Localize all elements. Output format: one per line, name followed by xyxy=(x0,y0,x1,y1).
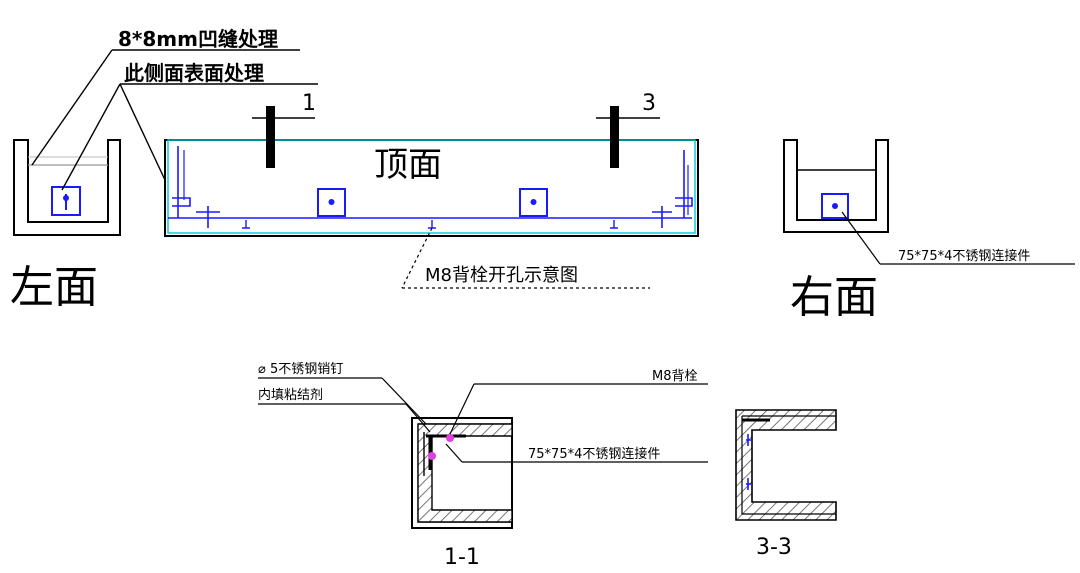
connector-label-right: 75*75*4不锈钢连接件 xyxy=(898,248,1030,264)
m8-leader xyxy=(401,227,650,289)
right-face-view xyxy=(783,139,1075,265)
right-face-title: 右面 xyxy=(790,272,878,323)
side-surface-label: 此侧面表面处理 xyxy=(124,61,264,85)
section-3-3-title: 3-3 xyxy=(756,535,792,560)
m8-anchor-label: M8背栓 xyxy=(652,369,698,384)
section-mark-3: 3 xyxy=(642,91,656,116)
groove-label: 8*8mm凹缝处理 xyxy=(118,27,278,51)
left-face-title: 左面 xyxy=(10,262,98,313)
left-face-view xyxy=(13,139,121,236)
top-face-title: 顶面 xyxy=(374,145,442,185)
section-1-1-title: 1-1 xyxy=(444,545,480,570)
section-1-1 xyxy=(411,417,513,529)
section-mark-1: 1 xyxy=(302,91,316,116)
section-3-3 xyxy=(735,409,837,521)
pin-label: ⌀ 5不锈钢销钉 xyxy=(258,362,343,377)
m8-holes-label: M8背栓开孔示意图 xyxy=(425,265,578,286)
connector-section-label: 75*75*4不锈钢连接件 xyxy=(528,446,660,462)
section-1-1-leaders xyxy=(258,377,708,463)
top-face-view xyxy=(164,106,699,237)
adhesive-label: 内填粘结剂 xyxy=(258,387,323,403)
left-leaders xyxy=(31,49,318,191)
